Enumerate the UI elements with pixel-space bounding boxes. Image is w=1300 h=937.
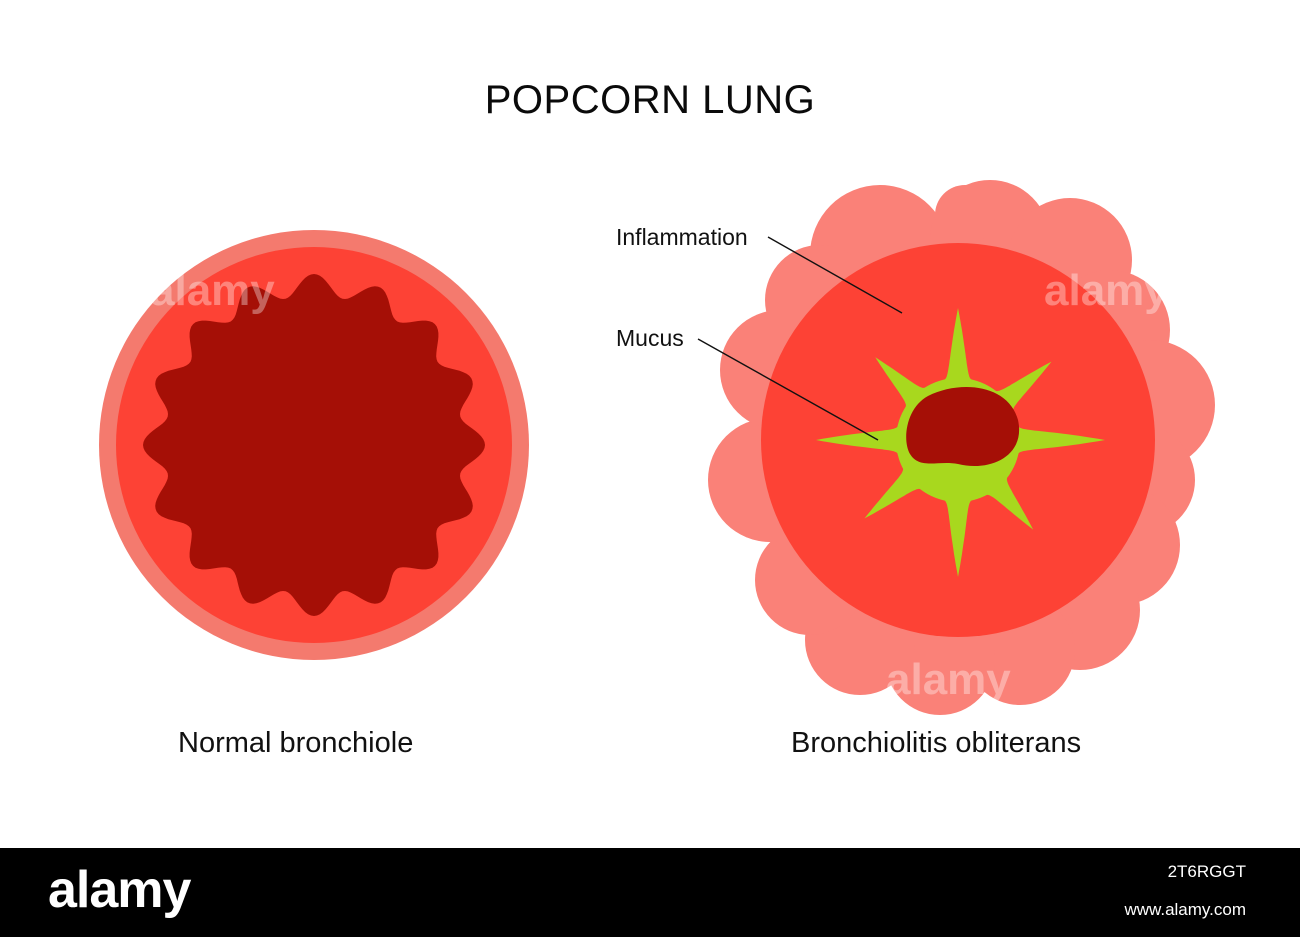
normal-bronchiole-caption: Normal bronchiole — [178, 727, 414, 759]
watermark-text: alamy — [1044, 266, 1169, 315]
alamy-logo: alamy — [48, 861, 191, 919]
watermark-text: alamy — [886, 655, 1011, 704]
mucus-leader-line — [697, 338, 879, 441]
narrowed-lumen — [906, 387, 1020, 467]
stock-footer-bar: alamy 2T6RGGT www.alamy.com — [0, 848, 1300, 937]
inflammation-label: Inflammation — [616, 224, 748, 250]
diagram-canvas: POPCORN LUNG — [99, 78, 1215, 759]
image-id: 2T6RGGT — [1167, 862, 1246, 881]
watermark-text: alamy — [150, 266, 275, 315]
diagram-artwork — [99, 180, 1215, 715]
normal-lumen — [143, 274, 485, 616]
page-title: POPCORN LUNG — [484, 78, 816, 122]
site-url: www.alamy.com — [1124, 900, 1246, 919]
inflammation-leader-line — [767, 236, 903, 314]
bronchiolitis-caption: Bronchiolitis obliterans — [791, 727, 1082, 759]
normal-bronchiole — [99, 230, 529, 660]
bronchiolitis-obliterans — [708, 180, 1215, 715]
mucus-label: Mucus — [616, 325, 684, 351]
